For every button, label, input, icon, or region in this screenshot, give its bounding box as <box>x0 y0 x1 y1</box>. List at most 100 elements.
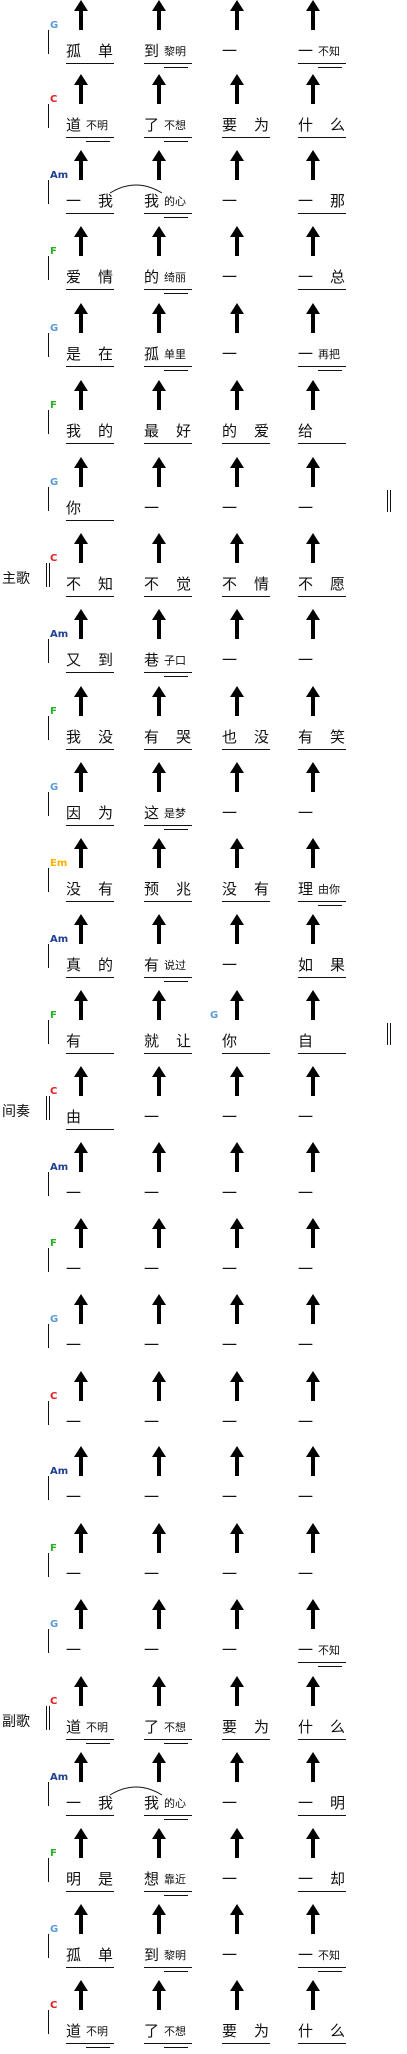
strum-arrow <box>151 533 167 563</box>
beat-underline <box>222 1053 270 1054</box>
up-arrow-icon <box>230 457 244 487</box>
beat-underline <box>144 1967 192 1968</box>
lyric-char: 的 <box>222 422 238 440</box>
lyric-char: 这 <box>144 804 160 822</box>
chord-name: G <box>50 1924 59 1935</box>
beat-underline <box>164 981 188 982</box>
beat-slot: 一 <box>222 1794 282 1814</box>
chord-name: G <box>50 1619 59 1630</box>
beat-slot: 一 <box>298 1488 358 1508</box>
lyric-char: 一 <box>66 192 82 210</box>
beat-underline <box>144 1891 192 1892</box>
beat-underline <box>66 825 114 826</box>
lyric-char: 就 <box>144 1032 160 1050</box>
beat-slot: 一 <box>298 1413 358 1433</box>
strum-arrow <box>229 686 245 716</box>
section-label: 副歌 <box>2 1714 30 1730</box>
chord-name: Am <box>50 1162 69 1173</box>
lyric-char: 没 <box>66 880 82 898</box>
lyric-char: 不知 <box>318 1644 340 1657</box>
beat-underline <box>164 2047 188 2048</box>
lyric-char: 了 <box>144 1718 160 1736</box>
lyric-char: 果 <box>330 956 346 974</box>
beat-underline <box>66 1815 114 1816</box>
up-arrow-icon <box>74 1980 88 2010</box>
beat-slot: 我的 <box>66 422 126 442</box>
beat-underline <box>298 1891 346 1892</box>
beat-underline <box>298 366 346 367</box>
strum-arrow <box>73 1446 89 1476</box>
beat-underline <box>298 1053 346 1054</box>
lyric-char: 道 <box>66 2022 82 2040</box>
beat-slot: 一 <box>144 1260 204 1280</box>
barline <box>48 104 49 128</box>
barline <box>48 792 49 816</box>
lyric-char: 一 <box>66 1184 82 1202</box>
up-arrow-icon <box>306 609 320 639</box>
lyric-char: 一 <box>144 1108 160 1126</box>
beat-slot: 不愿 <box>298 575 358 595</box>
up-arrow-icon <box>230 1828 244 1858</box>
beat-underline <box>144 443 192 444</box>
lyric-char: 一 <box>298 1108 314 1126</box>
lyric-char: 一 <box>222 651 238 669</box>
up-arrow-icon <box>74 533 88 563</box>
strum-arrow <box>305 303 321 333</box>
lyric-char: 不 <box>222 575 238 593</box>
up-arrow-icon <box>74 457 88 487</box>
beat-slot: 一我 <box>66 1794 126 1814</box>
lyric-char: 明 <box>330 1794 346 1812</box>
lyric-char: 给 <box>298 422 314 440</box>
beat-underline <box>222 749 270 750</box>
up-arrow-icon <box>230 1599 244 1629</box>
beat-slot: 一 <box>222 1641 282 1661</box>
up-arrow-icon <box>230 1752 244 1782</box>
up-arrow-icon <box>152 0 166 30</box>
beat-slot: 要为 <box>222 2022 282 2042</box>
up-arrow-icon <box>152 1676 166 1706</box>
lyric-char: 什 <box>298 2022 314 2040</box>
beat-slot: 到黎明 <box>144 1946 204 1966</box>
chord-name: Am <box>50 1466 69 1477</box>
strum-arrow <box>229 1218 245 1248</box>
lyric-char: 你 <box>222 1032 238 1050</box>
beat-underline <box>298 977 346 978</box>
beat-slot: 一 <box>66 1413 126 1433</box>
beat-underline <box>144 366 192 367</box>
beat-underline <box>164 141 188 142</box>
beat-slot: 孤单里 <box>144 345 204 365</box>
beat-slot: 一 <box>222 956 282 976</box>
beat-underline <box>164 676 188 677</box>
beat-slot: 一 <box>66 1184 126 1204</box>
beat-underline <box>66 1129 114 1130</box>
up-arrow-icon <box>306 990 320 1020</box>
lyric-char: 我 <box>66 728 82 746</box>
lyric-char: 一 <box>298 268 314 286</box>
lyric-char: 一 <box>298 1184 314 1202</box>
beat-slot: 一 <box>144 1641 204 1661</box>
lyric-char: 一 <box>144 1336 160 1354</box>
beat-slot: 一 <box>144 1565 204 1585</box>
lyric-char: 说过 <box>164 959 186 972</box>
chord-name: F <box>50 400 57 411</box>
beat-underline <box>298 443 346 444</box>
beat-slot: 不知 <box>66 575 126 595</box>
beat-slot: 给 <box>298 422 358 442</box>
strum-arrow <box>73 1523 89 1553</box>
lyric-char: 又 <box>66 651 82 669</box>
up-arrow-icon <box>230 533 244 563</box>
barline <box>48 1476 49 1500</box>
up-arrow-icon <box>74 1218 88 1248</box>
up-arrow-icon <box>230 1218 244 1248</box>
lyric-char: 愿 <box>330 575 346 593</box>
beat-underline <box>164 217 188 218</box>
beat-slot: 什么 <box>298 1718 358 1738</box>
beat-underline <box>144 672 192 673</box>
lyric-char: 我 <box>66 422 82 440</box>
up-arrow-icon <box>152 1828 166 1858</box>
lyric-char: 却 <box>330 1870 346 1888</box>
strum-arrow <box>229 1294 245 1324</box>
beat-slot: 一明 <box>298 1794 358 1814</box>
